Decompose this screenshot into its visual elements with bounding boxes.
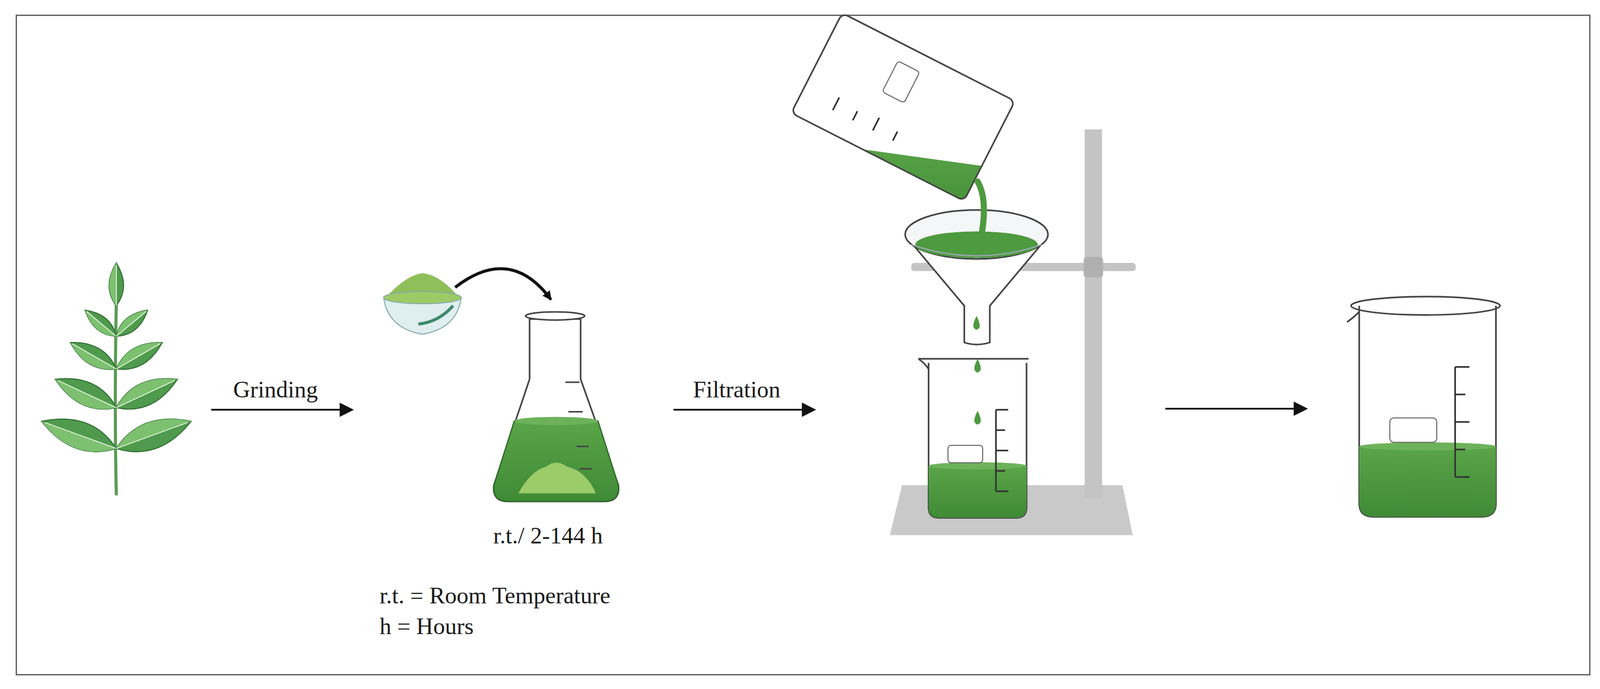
curved-arrow xyxy=(455,268,551,300)
plant xyxy=(36,263,196,496)
leaf xyxy=(36,408,121,462)
pouring-beaker xyxy=(785,13,1021,235)
erlenmeyer-flask xyxy=(493,311,619,502)
step-label: Grinding xyxy=(233,376,318,406)
leaf xyxy=(111,334,167,377)
drops xyxy=(973,315,981,425)
product-beaker xyxy=(1347,296,1501,518)
receiving-beaker xyxy=(918,358,1029,519)
step-label: Filtration xyxy=(692,376,781,406)
leaf xyxy=(80,304,121,342)
process-arrow xyxy=(673,409,813,412)
process-arrow xyxy=(1165,408,1305,411)
process-arrow xyxy=(211,409,351,412)
legend-note: h = Hours xyxy=(379,612,474,642)
leaf xyxy=(111,368,182,419)
leaf xyxy=(66,334,121,377)
leaf xyxy=(108,263,124,306)
condition-label: r.t./ 2-144 h xyxy=(493,522,603,551)
filter-funnel xyxy=(905,210,1048,345)
legend-note: r.t. = Room Temperature xyxy=(379,582,611,612)
ring-stand xyxy=(889,129,1136,536)
leaf xyxy=(111,304,153,342)
leaf xyxy=(111,408,197,462)
leaf xyxy=(50,368,121,419)
powder-bowl xyxy=(383,273,462,335)
